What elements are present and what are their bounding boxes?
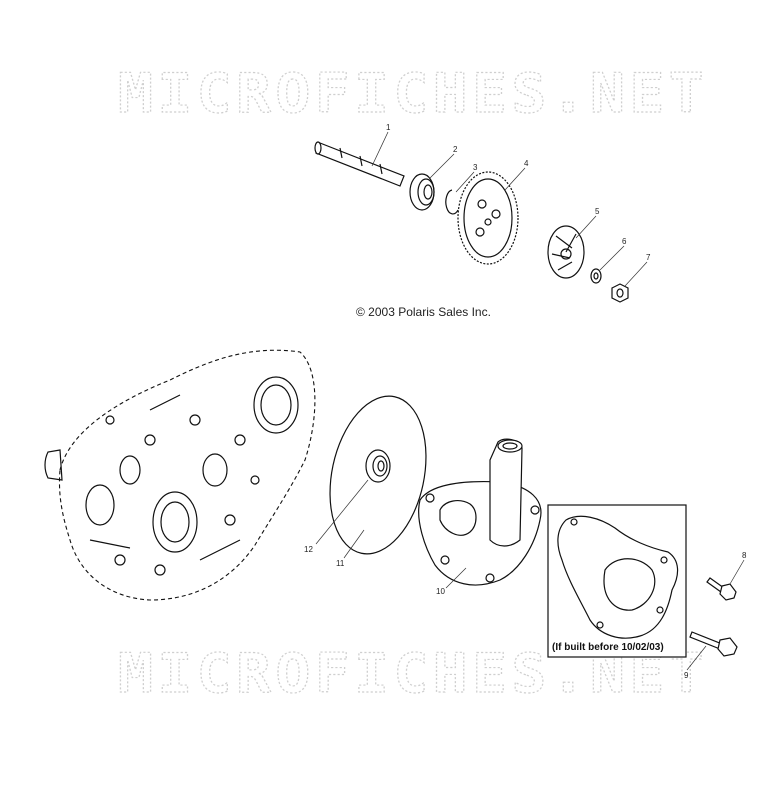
leader-lines	[315, 131, 745, 671]
callout-labels: 1 2 3 4 5 6 7 8 9 10 11 12	[304, 123, 747, 680]
copyright-text: © 2003 Polaris Sales Inc.	[356, 305, 491, 319]
inset-note: (If built before 10/02/03)	[552, 642, 664, 653]
callout-11: 11	[336, 559, 345, 568]
engine-crankcase	[44, 349, 316, 601]
callout-8: 8	[742, 551, 747, 560]
callout-6: 6	[622, 237, 627, 246]
callout-3: 3	[473, 163, 478, 172]
part-9-long-bolt	[689, 631, 738, 657]
callout-5: 5	[595, 207, 600, 216]
part-10-pump-cover	[418, 438, 542, 586]
part-7-nut	[611, 283, 629, 303]
part-6-washer	[590, 268, 602, 284]
callout-9: 9	[684, 671, 689, 680]
part-5-impeller	[547, 225, 585, 279]
callout-4: 4	[524, 159, 529, 168]
callout-7: 7	[646, 253, 651, 262]
part-3-snap-ring	[445, 189, 459, 215]
part-4-gear	[457, 171, 519, 265]
inset-gasket-box: (If built before 10/02/03)	[547, 504, 687, 658]
callout-10: 10	[436, 587, 445, 596]
part-11-o-ring	[329, 395, 427, 555]
callout-1: 1	[386, 123, 391, 132]
callout-2: 2	[453, 145, 458, 154]
part-12-seal	[365, 449, 391, 483]
part-2-bearing	[409, 173, 435, 211]
callout-12: 12	[304, 545, 313, 554]
part-1-shaft	[314, 141, 405, 187]
watermark-top: MICROFICHES.NET	[118, 62, 708, 125]
